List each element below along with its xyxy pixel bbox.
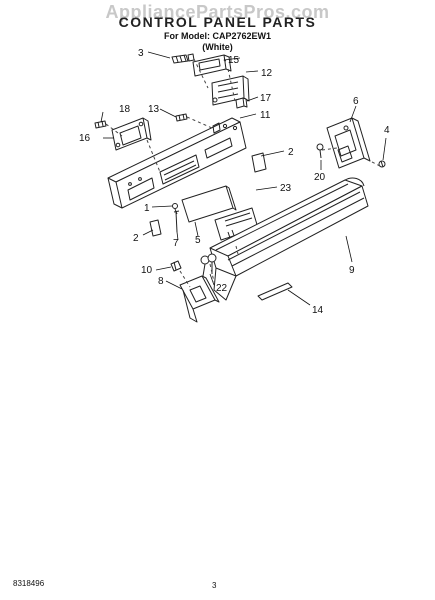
callout-9: 9 [349, 265, 355, 276]
part-2-plate-upper [251, 152, 267, 173]
callout-16: 16 [79, 133, 91, 144]
callout-1: 1 [144, 203, 150, 214]
callout-5: 5 [195, 235, 201, 246]
color-line: (White) [202, 42, 233, 52]
part-9-console [209, 177, 369, 301]
callout-23: 23 [280, 183, 292, 194]
part-22-switch [200, 253, 217, 277]
part-3-screw [171, 53, 195, 64]
callout-14: 14 [312, 305, 324, 316]
part-5-overlay [181, 185, 237, 223]
callout-15: 15 [228, 55, 240, 66]
part-6-end-bracket [326, 117, 371, 169]
part-1-clip [172, 203, 178, 215]
callout-4: 4 [384, 125, 390, 136]
part-10-screw [170, 260, 182, 272]
callout-18: 18 [119, 104, 131, 115]
callout-10: 10 [141, 265, 153, 276]
part-7-pin [173, 210, 180, 233]
watermark-text: AppliancePartsPros.com [105, 2, 330, 22]
part-18-screw [94, 120, 107, 129]
part-16-plate [111, 117, 152, 151]
part-20-screw [316, 143, 324, 159]
callout-12: 12 [261, 68, 273, 79]
part-13-screw [175, 113, 188, 122]
model-line: For Model: CAP2762EW1 [163, 31, 272, 41]
callout-13: 13 [148, 104, 160, 115]
page-number: 3 [212, 581, 217, 590]
callout-3: 3 [138, 48, 144, 59]
callout-8: 8 [158, 276, 164, 287]
callout-17: 17 [260, 93, 272, 104]
part-4-screw [378, 160, 386, 168]
part-8-side-cap [179, 275, 220, 323]
callout-20: 20 [314, 172, 326, 183]
callout-11: 11 [260, 110, 271, 121]
part-15-module [192, 54, 232, 77]
callout-6: 6 [353, 96, 359, 107]
part-17-clip [235, 97, 248, 109]
part-14-trim-strip [257, 282, 293, 301]
callout-7: 7 [173, 238, 179, 249]
callout-2-lower: 2 [133, 233, 139, 244]
callout-2-upper: 2 [288, 147, 294, 158]
part-2-plate-lower [149, 219, 162, 237]
part-11-control-panel [107, 117, 247, 209]
document-number: 8318496 [13, 579, 45, 588]
callout-22: 22 [216, 283, 228, 294]
diagram-title: CONTROL PANEL PARTS [118, 14, 317, 30]
